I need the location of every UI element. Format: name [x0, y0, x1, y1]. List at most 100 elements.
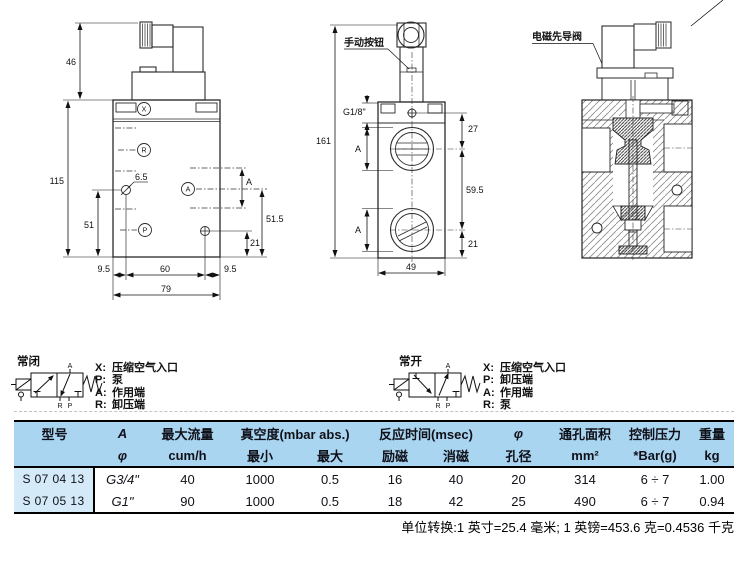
left-view-drawing: X R A P: [50, 21, 284, 300]
header-orifice: 通孔面积: [558, 426, 611, 442]
cell-bore: 20: [511, 471, 526, 487]
cell-vac-min: 1000: [245, 471, 275, 487]
header-vac-min: 最小: [246, 448, 273, 464]
no-port-r: R: [435, 403, 440, 410]
cell-area: 314: [574, 471, 596, 487]
no-valve-symbol: A R P: [389, 363, 481, 410]
header-model: 型号: [41, 426, 68, 442]
cell-area: 490: [574, 493, 596, 509]
header-area-unit: mm²: [571, 447, 599, 463]
table-header: 型号 A 最大流量 真空度(mbar abs.) 反应时间(msec) φ 通孔…: [14, 420, 734, 468]
cell-a: G3/4": [106, 471, 139, 487]
front-view-drawing: 手动按钮 G1/8" 161 A A 27 59.5 21 49: [316, 21, 484, 276]
manual-button-label: 手动按钮: [344, 36, 384, 49]
legend-line: A:作用端: [483, 386, 533, 399]
dim-51: 51: [84, 220, 94, 230]
legend-line: R:泵: [483, 399, 511, 412]
dim-161: 161: [316, 136, 331, 146]
dim-21: 21: [468, 239, 478, 249]
nc-port-r: R: [57, 403, 62, 410]
header-a-phi: φ: [117, 447, 128, 463]
no-legend: X:压缩空气入口 P:卸压端 A:作用端 R:泵: [483, 362, 566, 412]
header-max-flow: 最大流量: [161, 426, 214, 442]
cell-t-off: 40: [448, 471, 464, 487]
cell-vac-max: 0.5: [320, 493, 340, 509]
nc-port-a: A: [68, 363, 73, 370]
header-deenergize: 消磁: [442, 448, 469, 464]
cell-a: G1": [111, 493, 134, 509]
nc-title: 常闭: [17, 356, 40, 368]
legend-line: R:卸压端: [95, 399, 145, 412]
port-label-a: A: [186, 187, 191, 194]
header-control: 控制压力: [628, 426, 681, 442]
cell-t-on: 16: [387, 471, 403, 487]
cell-vac-max: 0.5: [320, 471, 340, 487]
dim-27: 27: [468, 124, 478, 134]
separator-line: [14, 411, 734, 412]
table-body: S 07 04 13 G3/4" 40 1000 0.5 16 40 20 31…: [14, 468, 734, 514]
header-response: 反应时间(msec): [379, 426, 473, 442]
spec-table: 型号 A 最大流量 真空度(mbar abs.) 反应时间(msec) φ 通孔…: [14, 420, 734, 514]
pilot-valve-label: 电磁先导阀: [532, 30, 582, 43]
port-label-p: P: [143, 228, 148, 235]
cell-pressure: 6 ÷ 7: [640, 471, 670, 487]
cell-model: S 07 04 13: [14, 468, 95, 490]
header-flow-unit: cum/h: [168, 447, 207, 463]
solenoid-coil: [131, 21, 206, 101]
dim-79: 79: [161, 284, 171, 294]
dim-21: 21: [250, 238, 260, 248]
top-leader-line: [690, 0, 724, 27]
dim-a-top: A: [355, 144, 361, 154]
header-a: A: [117, 425, 128, 441]
no-port-a: A: [446, 363, 451, 370]
cell-t-on: 18: [387, 493, 403, 509]
dim-51-5: 51.5: [266, 214, 284, 224]
valve-body: [112, 99, 267, 258]
port-label-x: X: [142, 107, 147, 114]
valve-section: [581, 96, 693, 260]
dim-6-5: 6.5: [135, 172, 148, 182]
header-weight-unit: kg: [704, 447, 720, 463]
dimension-lines: [330, 24, 467, 276]
header-weight: 重量: [698, 426, 725, 442]
pilot-solenoid: [596, 21, 674, 101]
dim-9-5-right: 9.5: [224, 264, 237, 274]
dimension-lines: [63, 22, 267, 300]
dim-a-bottom: A: [355, 225, 361, 235]
dim-a: A: [246, 177, 252, 187]
header-energize: 励磁: [381, 448, 408, 464]
cell-weight: 0.94: [699, 493, 725, 509]
cell-flow: 90: [180, 493, 195, 509]
cell-weight: 1.00: [699, 471, 725, 487]
cell-t-off: 42: [448, 493, 464, 509]
cell-pressure: 6 ÷ 7: [640, 493, 670, 509]
dim-49: 49: [406, 262, 416, 272]
legend-line: P:泵: [95, 374, 123, 387]
legend-line: X:压缩空气入口: [483, 362, 566, 374]
valve-front: [377, 21, 467, 262]
port-label-r: R: [141, 148, 146, 155]
unit-conversion-note: 单位转换:1 英寸=25.4 毫米; 1 英镑=453.6 克=0.4536 千…: [401, 520, 734, 535]
header-pressure-unit: *Bar(g): [633, 447, 677, 463]
cross-section-drawing: 电磁先导阀: [532, 0, 724, 260]
cell-flow: 40: [180, 471, 195, 487]
cell-vac-min: 1000: [245, 493, 275, 509]
legend-line: A:作用端: [95, 386, 145, 399]
header-phi: φ: [513, 425, 524, 441]
dim-46: 46: [66, 57, 76, 67]
cell-bore: 25: [511, 493, 526, 509]
nc-valve-symbol: A R P: [11, 363, 103, 410]
cell-model: S 07 05 13: [14, 490, 95, 512]
legend-line: P:卸压端: [483, 374, 533, 387]
header-bore: 孔径: [505, 448, 532, 464]
header-vacuum: 真空度(mbar abs.): [240, 426, 350, 442]
dim-9-5-left: 9.5: [97, 264, 110, 274]
no-title: 常开: [399, 356, 422, 368]
dim-60: 60: [160, 264, 170, 274]
no-port-p: P: [446, 403, 451, 410]
nc-port-p: P: [68, 403, 73, 410]
nc-legend: X:压缩空气入口 P:泵 A:作用端 R:卸压端: [95, 362, 178, 412]
dim-115: 115: [50, 176, 64, 186]
dim-59-5: 59.5: [466, 185, 484, 195]
